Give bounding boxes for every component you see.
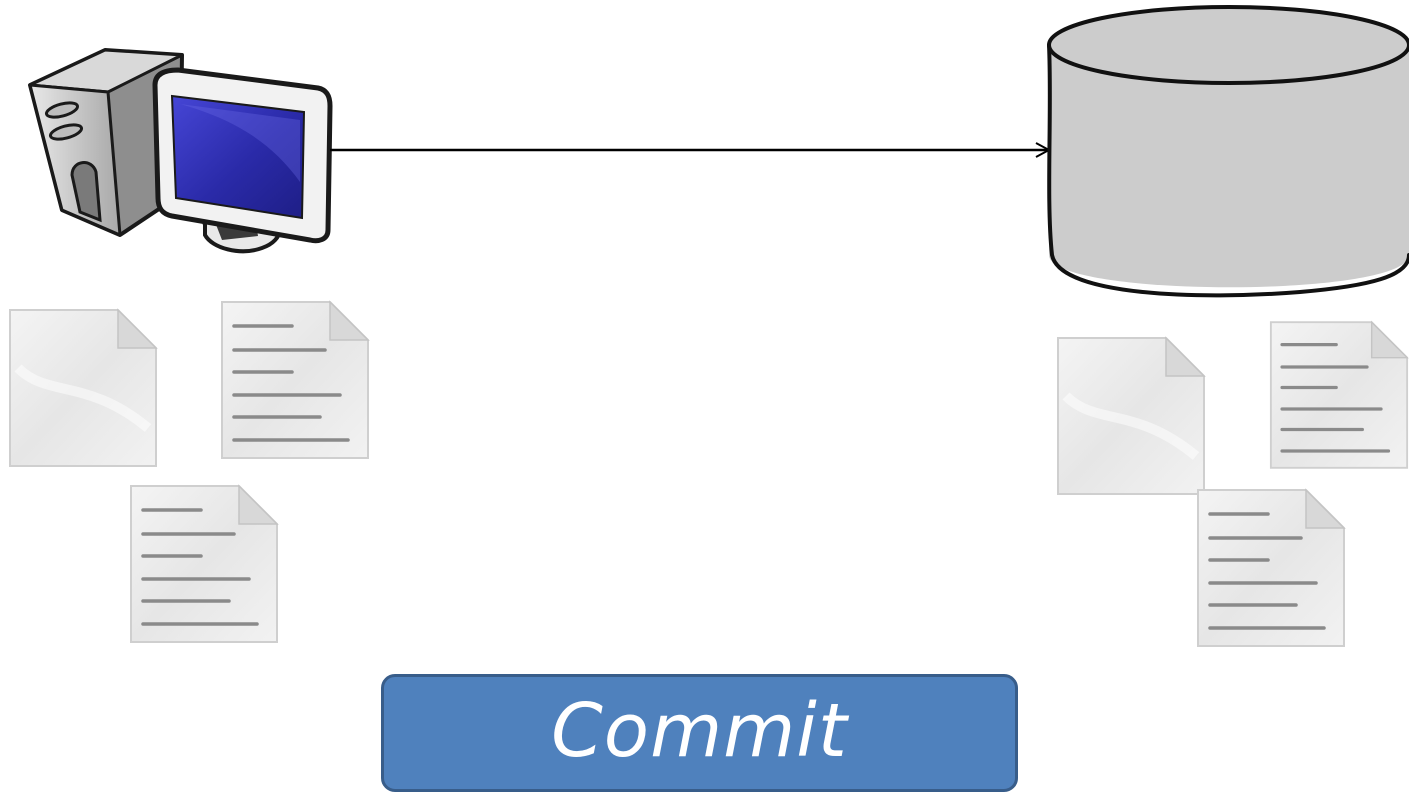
commit-label: Commit: [551, 688, 848, 774]
blank-document-icon: [1058, 338, 1204, 494]
text-document-icon: [1196, 488, 1346, 648]
text-document-icon: [129, 484, 279, 644]
text-document-icon: [220, 300, 370, 460]
commit-button[interactable]: Commit: [381, 674, 1018, 792]
computer-icon: [28, 48, 333, 254]
text-document-icon: [1269, 320, 1409, 470]
blank-document-icon: [10, 310, 156, 466]
database-cylinder-icon: [1047, 5, 1409, 298]
